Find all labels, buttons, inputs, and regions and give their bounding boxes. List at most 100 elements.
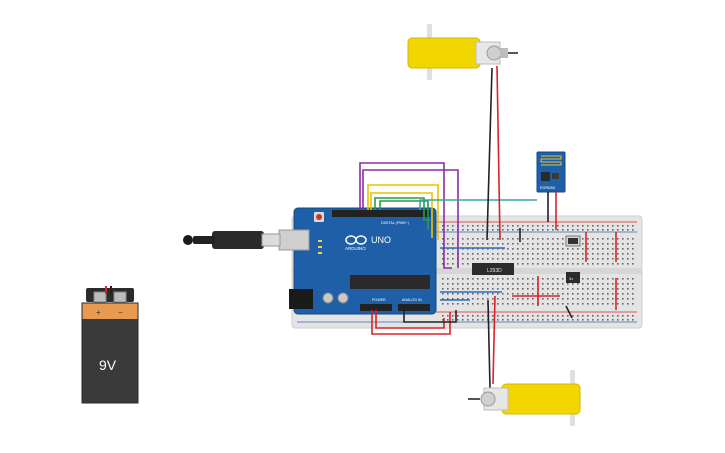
breadboard-hole bbox=[477, 315, 479, 317]
breadboard-hole bbox=[467, 258, 469, 260]
breadboard-hole bbox=[447, 243, 449, 245]
breadboard-hole bbox=[462, 303, 464, 305]
breadboard-hole bbox=[562, 253, 564, 255]
breadboard-hole bbox=[587, 293, 589, 295]
breadboard-hole bbox=[612, 303, 614, 305]
breadboard-hole bbox=[462, 293, 464, 295]
breadboard-hole bbox=[502, 258, 504, 260]
breadboard-hole bbox=[542, 229, 544, 231]
breadboard-hole bbox=[462, 315, 464, 317]
breadboard-hole bbox=[582, 283, 584, 285]
breadboard-hole bbox=[587, 303, 589, 305]
wire-black-motor-bottom bbox=[487, 299, 491, 389]
breadboard-hole bbox=[592, 319, 594, 321]
arduino-brand: ARDUINO bbox=[345, 246, 366, 251]
breadboard-hole bbox=[512, 238, 514, 240]
breadboard-hole bbox=[622, 319, 624, 321]
dc-gear-motor-top[interactable] bbox=[407, 24, 518, 80]
breadboard-hole bbox=[632, 263, 634, 265]
breadboard-hole bbox=[557, 293, 559, 295]
dc-gear-motor-bottom[interactable] bbox=[468, 370, 581, 426]
breadboard-hole bbox=[592, 238, 594, 240]
small-chip[interactable]: 3v bbox=[566, 272, 580, 283]
breadboard-hole bbox=[612, 248, 614, 250]
breadboard-hole bbox=[467, 243, 469, 245]
breadboard-hole bbox=[622, 293, 624, 295]
breadboard-hole bbox=[527, 258, 529, 260]
breadboard-hole bbox=[577, 248, 579, 250]
breadboard-hole bbox=[452, 315, 454, 317]
breadboard-hole bbox=[602, 293, 604, 295]
breadboard-hole bbox=[602, 278, 604, 280]
breadboard-hole bbox=[577, 303, 579, 305]
breadboard-hole bbox=[477, 225, 479, 227]
breadboard-hole bbox=[577, 225, 579, 227]
breadboard-hole bbox=[512, 225, 514, 227]
breadboard-hole bbox=[587, 263, 589, 265]
breadboard-hole bbox=[482, 319, 484, 321]
l293d-driver-chip[interactable]: L293D bbox=[472, 263, 514, 275]
usb-cable[interactable] bbox=[183, 231, 281, 249]
breadboard-hole bbox=[612, 253, 614, 255]
breadboard-hole bbox=[487, 293, 489, 295]
breadboard-hole bbox=[472, 288, 474, 290]
breadboard-hole bbox=[557, 298, 559, 300]
breadboard-hole bbox=[507, 283, 509, 285]
breadboard-hole bbox=[482, 303, 484, 305]
breadboard-hole bbox=[457, 278, 459, 280]
breadboard-hole bbox=[537, 243, 539, 245]
breadboard-hole bbox=[477, 283, 479, 285]
breadboard-hole bbox=[552, 303, 554, 305]
breadboard-hole bbox=[467, 298, 469, 300]
breadboard-hole bbox=[627, 263, 629, 265]
breadboard-hole bbox=[517, 238, 519, 240]
breadboard-hole bbox=[632, 298, 634, 300]
breadboard-hole bbox=[562, 229, 564, 231]
breadboard-hole bbox=[532, 293, 534, 295]
voltage-regulator[interactable] bbox=[565, 235, 581, 247]
breadboard-hole bbox=[497, 303, 499, 305]
breadboard-hole bbox=[602, 258, 604, 260]
breadboard-hole bbox=[542, 263, 544, 265]
breadboard-hole bbox=[532, 315, 534, 317]
breadboard-hole bbox=[592, 278, 594, 280]
breadboard-hole bbox=[472, 303, 474, 305]
breadboard-hole bbox=[622, 278, 624, 280]
breadboard-hole bbox=[507, 253, 509, 255]
breadboard-hole bbox=[607, 253, 609, 255]
breadboard-hole bbox=[502, 298, 504, 300]
breadboard-hole bbox=[547, 229, 549, 231]
9v-battery[interactable]: + − 9V bbox=[81, 286, 139, 404]
breadboard-hole bbox=[592, 293, 594, 295]
breadboard-hole bbox=[582, 298, 584, 300]
wire-black-bottom bbox=[403, 310, 457, 323]
breadboard-hole bbox=[577, 263, 579, 265]
battery-voltage-label: 9V bbox=[99, 357, 117, 373]
breadboard-hole bbox=[557, 319, 559, 321]
breadboard-hole bbox=[457, 319, 459, 321]
arduino-uno-board[interactable]: ARDUINO UNO DIGITAL (PWM~) POWER ANALOG … bbox=[278, 207, 437, 315]
breadboard-hole bbox=[507, 315, 509, 317]
breadboard-hole bbox=[627, 258, 629, 260]
breadboard-hole bbox=[527, 283, 529, 285]
breadboard-hole bbox=[542, 258, 544, 260]
breadboard-hole bbox=[532, 263, 534, 265]
breadboard-hole bbox=[552, 319, 554, 321]
breadboard-hole bbox=[497, 253, 499, 255]
breadboard-hole bbox=[617, 315, 619, 317]
breadboard-hole bbox=[617, 298, 619, 300]
esp8266-wifi-module[interactable]: ESP8266 bbox=[536, 151, 566, 193]
breadboard-hole bbox=[622, 263, 624, 265]
breadboard-hole bbox=[502, 238, 504, 240]
breadboard-hole bbox=[482, 253, 484, 255]
breadboard-hole bbox=[522, 225, 524, 227]
breadboard-hole bbox=[612, 243, 614, 245]
breadboard-hole bbox=[527, 278, 529, 280]
breadboard-hole bbox=[527, 238, 529, 240]
breadboard-hole bbox=[447, 258, 449, 260]
breadboard-hole bbox=[547, 248, 549, 250]
breadboard-hole bbox=[482, 315, 484, 317]
breadboard-hole bbox=[627, 278, 629, 280]
breadboard-hole bbox=[607, 263, 609, 265]
breadboard-hole bbox=[512, 278, 514, 280]
